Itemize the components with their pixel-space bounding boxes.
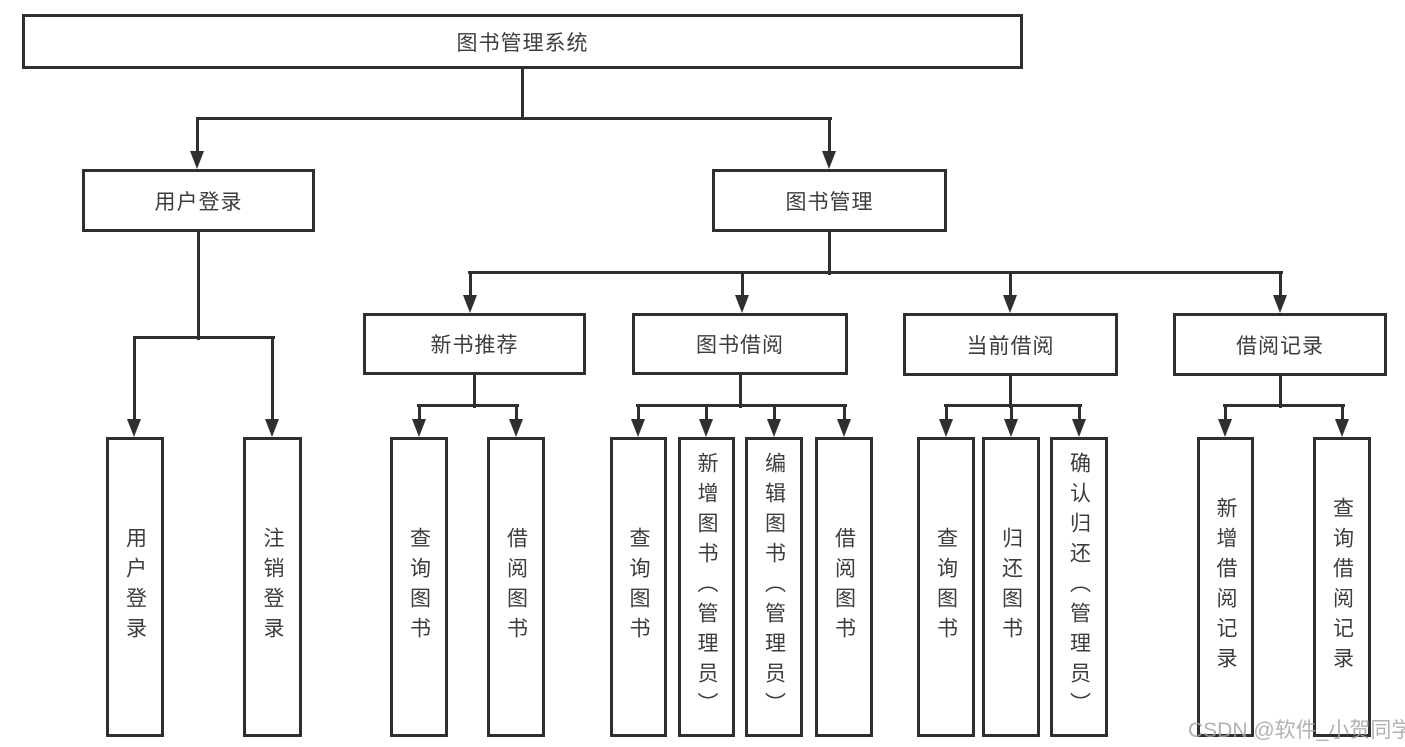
connector-arrow-stem — [417, 405, 421, 421]
leaf-query-borrow-record-label: 查询借阅记录 — [1330, 497, 1354, 677]
node-borrowing-records: 借阅记录 — [1173, 313, 1387, 376]
arrow-down-icon — [412, 419, 426, 437]
arrow-down-icon — [837, 419, 851, 437]
connector-arrow-stem — [842, 405, 846, 421]
leaf-add-book-admin: 新增图书（管理员） — [678, 437, 735, 737]
node-user-login-label: 用户登录 — [154, 190, 243, 214]
node-new-book-recommend: 新书推荐 — [363, 313, 586, 375]
arrow-down-icon — [1072, 419, 1086, 437]
leaf-query-books-borrowing-label: 查询图书 — [627, 527, 650, 647]
leaf-add-book-admin-label: 新增图书（管理员） — [695, 452, 718, 722]
connector-arrow-stem — [1223, 405, 1227, 421]
leaf-add-borrow-record-label: 新增借阅记录 — [1214, 497, 1237, 677]
arrow-down-icon — [1273, 295, 1287, 313]
csdn-watermark: CSDN @软件_小贺同学 — [1188, 719, 1405, 742]
node-book-borrowing-label: 图书借阅 — [696, 334, 784, 357]
arrow-down-icon — [463, 295, 477, 313]
leaf-query-books-current: 查询图书 — [917, 437, 975, 737]
leaf-logout-label: 注销登录 — [261, 527, 284, 647]
leaf-add-borrow-record: 新增借阅记录 — [1197, 437, 1254, 737]
connector-arrow-stem — [740, 272, 744, 297]
leaf-borrow-books-borrowing: 借阅图书 — [815, 437, 873, 737]
leaf-query-borrow-record: 查询借阅记录 — [1313, 437, 1371, 737]
connector-hline — [132, 335, 275, 339]
connector-hline — [1222, 403, 1345, 407]
leaf-return-books: 归还图书 — [982, 437, 1040, 737]
node-current-borrowing: 当前借阅 — [903, 313, 1118, 376]
leaf-borrow-books-borrowing-label: 借阅图书 — [832, 527, 856, 647]
connector-hline — [635, 403, 847, 407]
node-root-label: 图书管理系统 — [456, 31, 589, 55]
connector-arrow-stem — [1278, 272, 1282, 297]
leaf-user-login-label: 用户登录 — [123, 527, 147, 647]
leaf-query-books-current-label: 查询图书 — [934, 527, 958, 647]
connector-hline — [943, 403, 1082, 407]
arrow-down-icon — [1003, 295, 1017, 313]
connector-arrow-stem — [944, 405, 948, 421]
connector-hline — [416, 403, 519, 407]
arrow-down-icon — [509, 419, 523, 437]
arrow-down-icon — [190, 151, 204, 169]
connector-arrow-stem — [132, 337, 136, 421]
connector-arrow-stem — [704, 405, 708, 421]
connector-hline — [195, 116, 832, 120]
connector-arrow-stem — [514, 405, 518, 421]
arrow-down-icon — [767, 419, 781, 437]
connector-vline — [472, 374, 476, 408]
leaf-confirm-return-admin-label: 确认归还（管理员） — [1067, 452, 1091, 722]
leaf-edit-book-admin: 编辑图书（管理员） — [745, 437, 803, 737]
connector-vline — [520, 68, 524, 120]
leaf-user-login: 用户登录 — [106, 437, 164, 737]
leaf-return-books-label: 归还图书 — [999, 527, 1023, 647]
leaf-edit-book-admin-label: 编辑图书（管理员） — [762, 452, 786, 722]
arrow-down-icon — [631, 419, 645, 437]
connector-arrow-stem — [270, 337, 274, 421]
arrow-down-icon — [822, 151, 836, 169]
connector-vline — [1278, 376, 1282, 408]
node-book-management-label: 图书管理 — [785, 190, 874, 214]
arrow-down-icon — [735, 295, 749, 313]
connector-vline — [1008, 376, 1012, 408]
leaf-confirm-return-admin: 确认归还（管理员） — [1050, 437, 1108, 737]
connector-arrow-stem — [1009, 405, 1013, 421]
leaf-query-books-borrowing: 查询图书 — [610, 437, 667, 737]
arrow-down-icon — [1218, 419, 1232, 437]
connector-arrow-stem — [1340, 405, 1344, 421]
connector-arrow-stem — [1008, 272, 1012, 297]
node-current-borrowing-label: 当前借阅 — [966, 334, 1055, 358]
leaf-query-books-recommend: 查询图书 — [390, 437, 448, 737]
node-user-login: 用户登录 — [82, 169, 315, 232]
connector-arrow-stem — [1077, 405, 1081, 421]
connector-vline — [827, 232, 831, 275]
arrow-down-icon — [1335, 419, 1349, 437]
leaf-logout: 注销登录 — [243, 437, 302, 737]
arrow-down-icon — [939, 419, 953, 437]
arrow-down-icon — [1004, 419, 1018, 437]
connector-vline — [738, 375, 742, 408]
connector-arrow-stem — [468, 272, 472, 297]
connector-vline — [196, 231, 200, 340]
connector-arrow-stem — [772, 405, 776, 421]
connector-arrow-stem — [636, 405, 640, 421]
leaf-borrow-books-recommend-label: 借阅图书 — [504, 527, 528, 647]
arrow-down-icon — [699, 419, 713, 437]
connector-arrow-stem — [827, 118, 831, 153]
leaf-borrow-books-recommend: 借阅图书 — [487, 437, 545, 737]
node-book-management: 图书管理 — [712, 169, 947, 232]
node-book-borrowing: 图书借阅 — [632, 313, 848, 375]
connector-arrow-stem — [195, 118, 199, 153]
connector-hline — [467, 270, 1283, 274]
node-borrowing-records-label: 借阅记录 — [1236, 334, 1324, 358]
node-root: 图书管理系统 — [22, 14, 1023, 69]
leaf-query-books-recommend-label: 查询图书 — [407, 527, 431, 647]
arrow-down-icon — [127, 419, 141, 437]
arrow-down-icon — [265, 419, 279, 437]
node-new-book-recommend-label: 新书推荐 — [430, 334, 519, 357]
